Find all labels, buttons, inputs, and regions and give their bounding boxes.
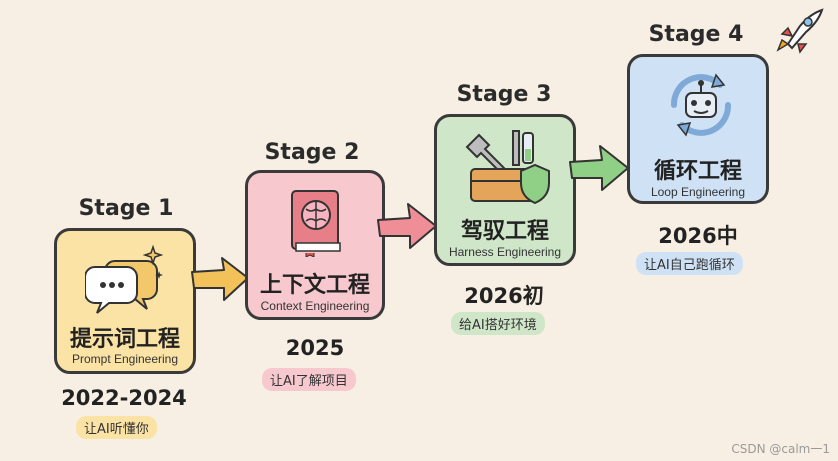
stage-3-desc: 给AI搭好环境 [451,312,545,335]
stage-4-label: Stage 4 [648,22,744,47]
stage-2-label: Stage 2 [264,140,360,165]
stage-3-title-en: Harness Engineering [448,245,562,259]
watermark: CSDN @calm一1 [731,442,830,456]
rocket-icon [776,8,824,54]
chat-bubbles-icon [85,244,164,314]
stage-2-title-en: Context Engineering [260,299,370,313]
stage-4-year: 2026中 [658,224,738,248]
stage-3-card: 驾驭工程 Harness Engineering [434,114,576,266]
stage-4-desc: 让AI自己跑循环 [636,252,743,275]
stage-1-year: 2022-2024 [61,386,187,410]
stage-3-year: 2026初 [464,284,544,308]
stage-3-title-cn: 驾驭工程 [460,219,549,244]
stage-1-card: 提示词工程 Prompt Engineering [54,228,196,374]
stage-1-title-cn: 提示词工程 [69,327,180,352]
stage-3-label: Stage 3 [456,82,552,107]
stage-2-card: 上下文工程 Context Engineering [245,170,385,320]
toolbox-shield-icon [465,130,550,205]
stage-1-title-en: Prompt Engineering [71,352,179,366]
stage-2-year: 2025 [285,336,345,360]
stage-2-desc: 让AI了解项目 [262,368,356,391]
stage-1-label: Stage 1 [78,196,174,221]
stage-4-title-cn: 循环工程 [653,159,742,184]
brain-book-icon [291,190,341,257]
arrow-3-icon [569,145,629,191]
robot-cycle-icon [670,73,732,137]
stage-4-title-en: Loop Engineering [650,185,746,199]
arrow-1-icon [191,257,249,301]
stage-4-card: 循环工程 Loop Engineering [627,54,769,204]
stage-2-title-cn: 上下文工程 [259,273,370,298]
arrow-2-icon [377,203,437,249]
stage-1-desc: 让AI听懂你 [76,416,157,439]
